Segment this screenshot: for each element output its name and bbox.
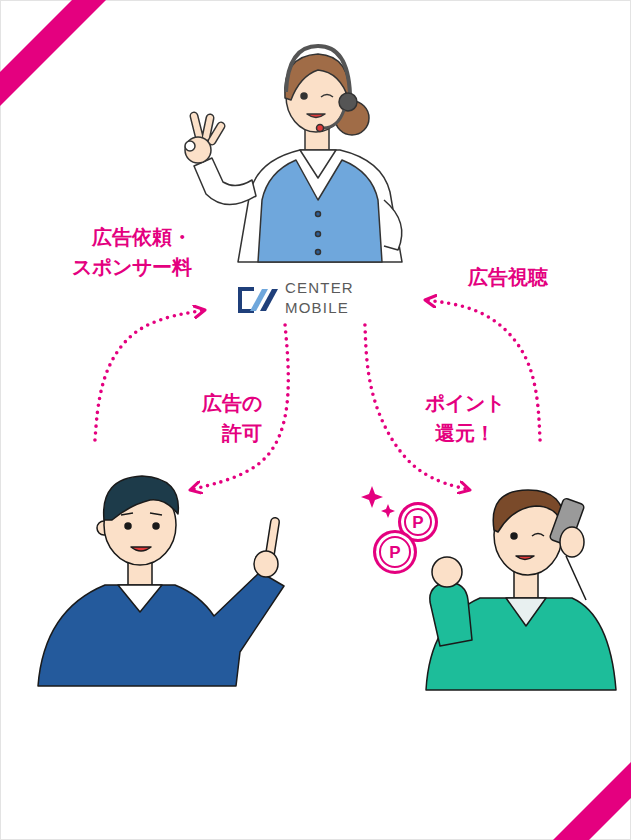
illustration-part	[560, 527, 584, 557]
illustration-part	[553, 762, 631, 840]
edge-label: ポイント 還元！	[410, 388, 520, 448]
edge-label: 広告依頼・ スポンサー料	[32, 222, 192, 282]
illustration-part	[511, 533, 517, 539]
edge-label: 広告の 許可	[172, 388, 262, 448]
illustration-part	[260, 289, 278, 311]
illustration-part	[131, 547, 151, 551]
illustration-part	[270, 522, 275, 554]
illustration-part	[300, 150, 336, 178]
illustration-part	[532, 534, 544, 537]
illustration-part	[0, 0, 106, 106]
illustration-part	[430, 582, 472, 646]
user-figure-box	[470, 440, 620, 690]
edge-label: 広告視聴	[468, 262, 588, 292]
illustration-part	[516, 556, 534, 560]
illustration-part	[323, 110, 344, 128]
user-figure	[426, 490, 616, 690]
illustration-part	[307, 114, 325, 118]
sparkle	[361, 486, 395, 518]
illustration-part	[118, 585, 162, 612]
advertiser-figure-box	[25, 440, 190, 690]
illustration-part	[301, 93, 307, 99]
operator-figure	[185, 46, 402, 262]
illustration-part	[432, 557, 462, 587]
illustration-part	[361, 486, 383, 508]
illustration-part	[317, 125, 324, 132]
illustration-part	[270, 522, 275, 554]
illustration-part	[316, 232, 321, 237]
illustration-part	[381, 504, 395, 518]
illustration-part	[125, 523, 131, 529]
illustration-part	[194, 158, 256, 205]
logo-icon	[240, 289, 278, 311]
logo-text: CENTER MOBILE	[285, 278, 354, 317]
illustration-part	[104, 476, 179, 520]
advertiser-figure	[38, 476, 284, 686]
illustration-part	[316, 250, 321, 255]
illustration-part	[506, 598, 546, 626]
illustration-part	[153, 523, 159, 529]
illustration-part	[339, 93, 357, 111]
illustration-part	[286, 46, 350, 94]
illustration-part	[316, 212, 321, 217]
coin-letter: P	[412, 514, 423, 531]
illustration-part	[384, 200, 402, 250]
illustration-part	[38, 572, 284, 686]
point-coin: P	[373, 530, 417, 574]
illustration-part	[121, 513, 162, 515]
logo-box: CENTER MOBILE	[205, 270, 425, 325]
illustration-part	[254, 551, 278, 577]
illustration-part	[566, 556, 586, 600]
illustration-part	[321, 95, 333, 98]
illustration-part	[185, 141, 195, 151]
coin-letter: P	[389, 544, 400, 561]
illustration-part	[238, 150, 402, 262]
illustration-part	[185, 137, 211, 163]
